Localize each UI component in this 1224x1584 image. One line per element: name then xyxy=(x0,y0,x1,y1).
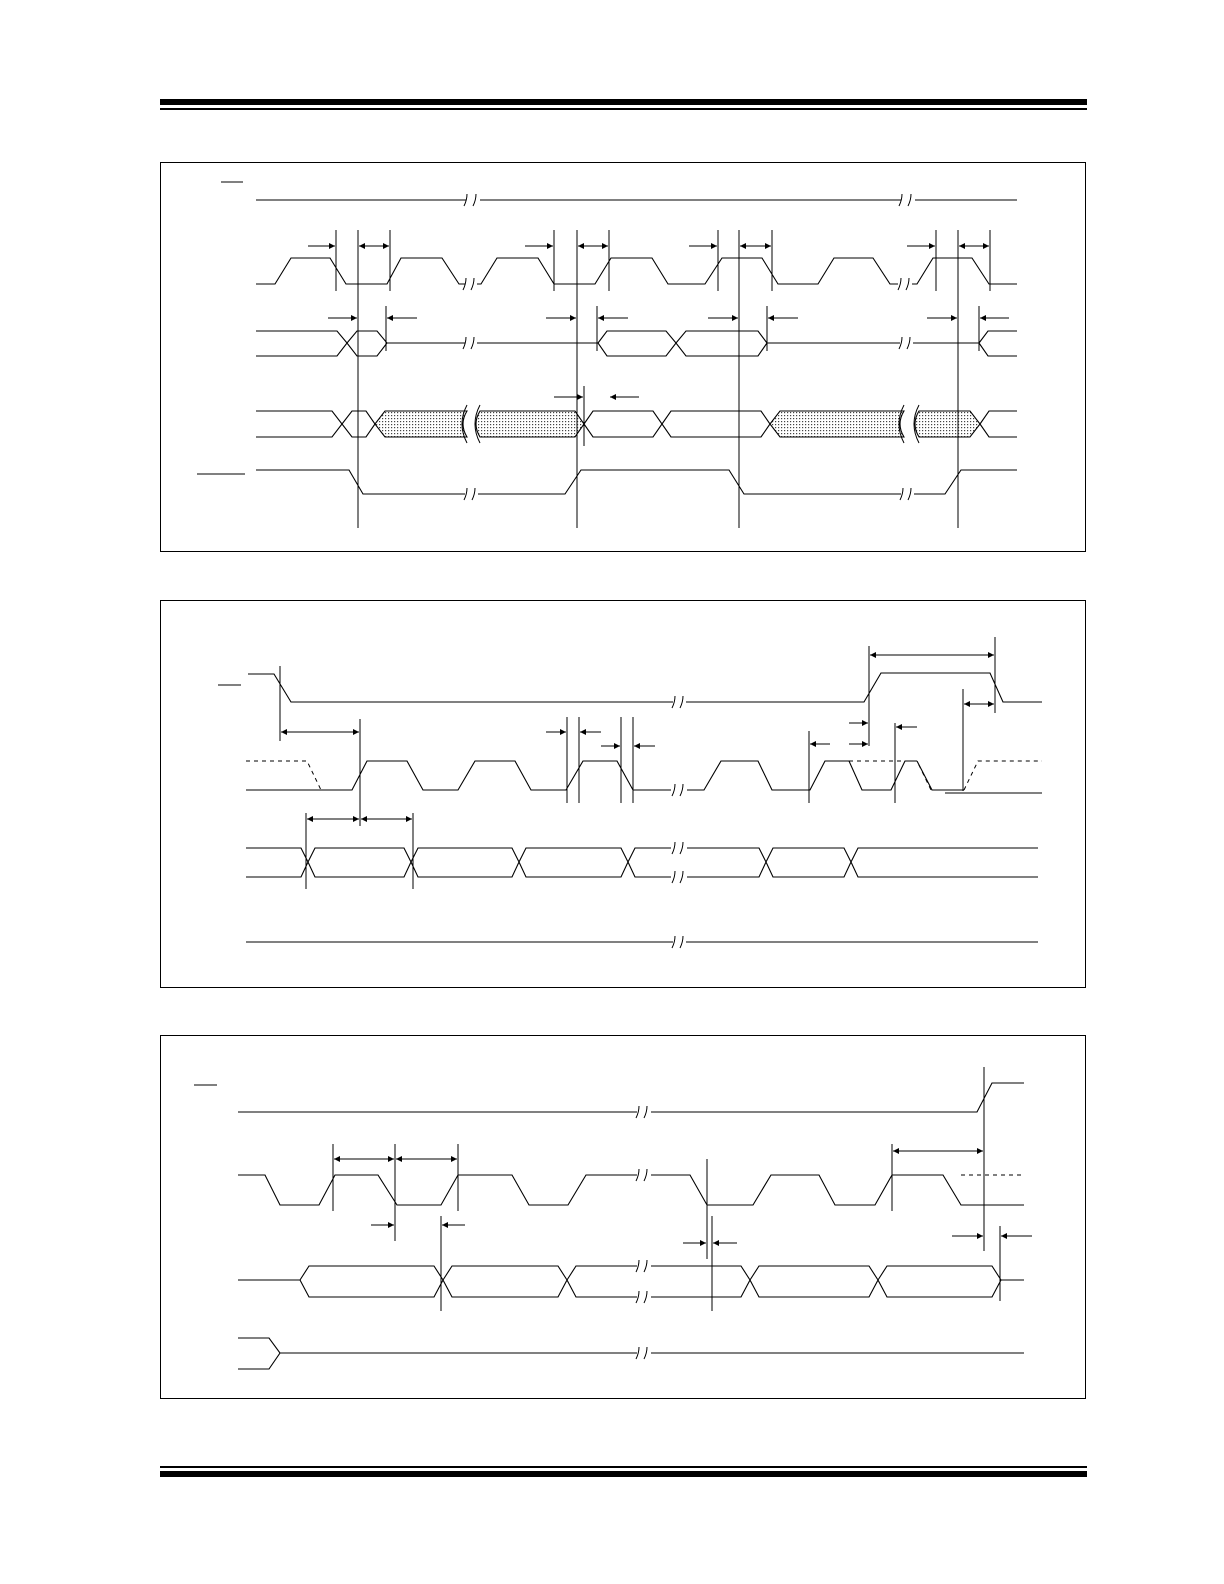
data-in-trace xyxy=(238,1337,1024,1370)
timing-diagram-2-svg xyxy=(218,637,1042,949)
footer-rule-thin xyxy=(160,1466,1087,1468)
timing-diagram-2 xyxy=(160,600,1086,988)
data-out-trace xyxy=(246,935,1038,949)
hold-trace xyxy=(256,469,1017,501)
timing-diagram-1 xyxy=(160,162,1086,552)
timing-arrows xyxy=(334,1148,1032,1246)
clock-trace xyxy=(246,760,1042,797)
timing-diagram-3-svg xyxy=(194,1067,1032,1370)
header-rule-thin xyxy=(160,108,1087,110)
timing-diagram-1-svg xyxy=(197,181,1017,528)
reference-lines xyxy=(279,637,996,889)
chip-select-trace xyxy=(248,672,1042,709)
chip-select-trace xyxy=(256,193,1017,207)
data-out-trace xyxy=(256,404,1017,444)
reference-lines xyxy=(335,230,991,528)
header-rule-thick xyxy=(160,99,1087,105)
reference-lines xyxy=(332,1067,1001,1311)
timing-arrows xyxy=(281,652,994,822)
data-in-trace xyxy=(256,330,1017,357)
clock-trace xyxy=(238,1168,1024,1206)
data-out-trace xyxy=(238,1259,1024,1304)
timing-arrows xyxy=(308,243,1009,400)
timing-diagram-3 xyxy=(160,1035,1086,1399)
clock-trace xyxy=(256,257,1017,291)
chip-select-trace xyxy=(238,1082,1024,1119)
data-in-trace xyxy=(246,841,1038,884)
footer-rule-thick xyxy=(160,1471,1087,1477)
